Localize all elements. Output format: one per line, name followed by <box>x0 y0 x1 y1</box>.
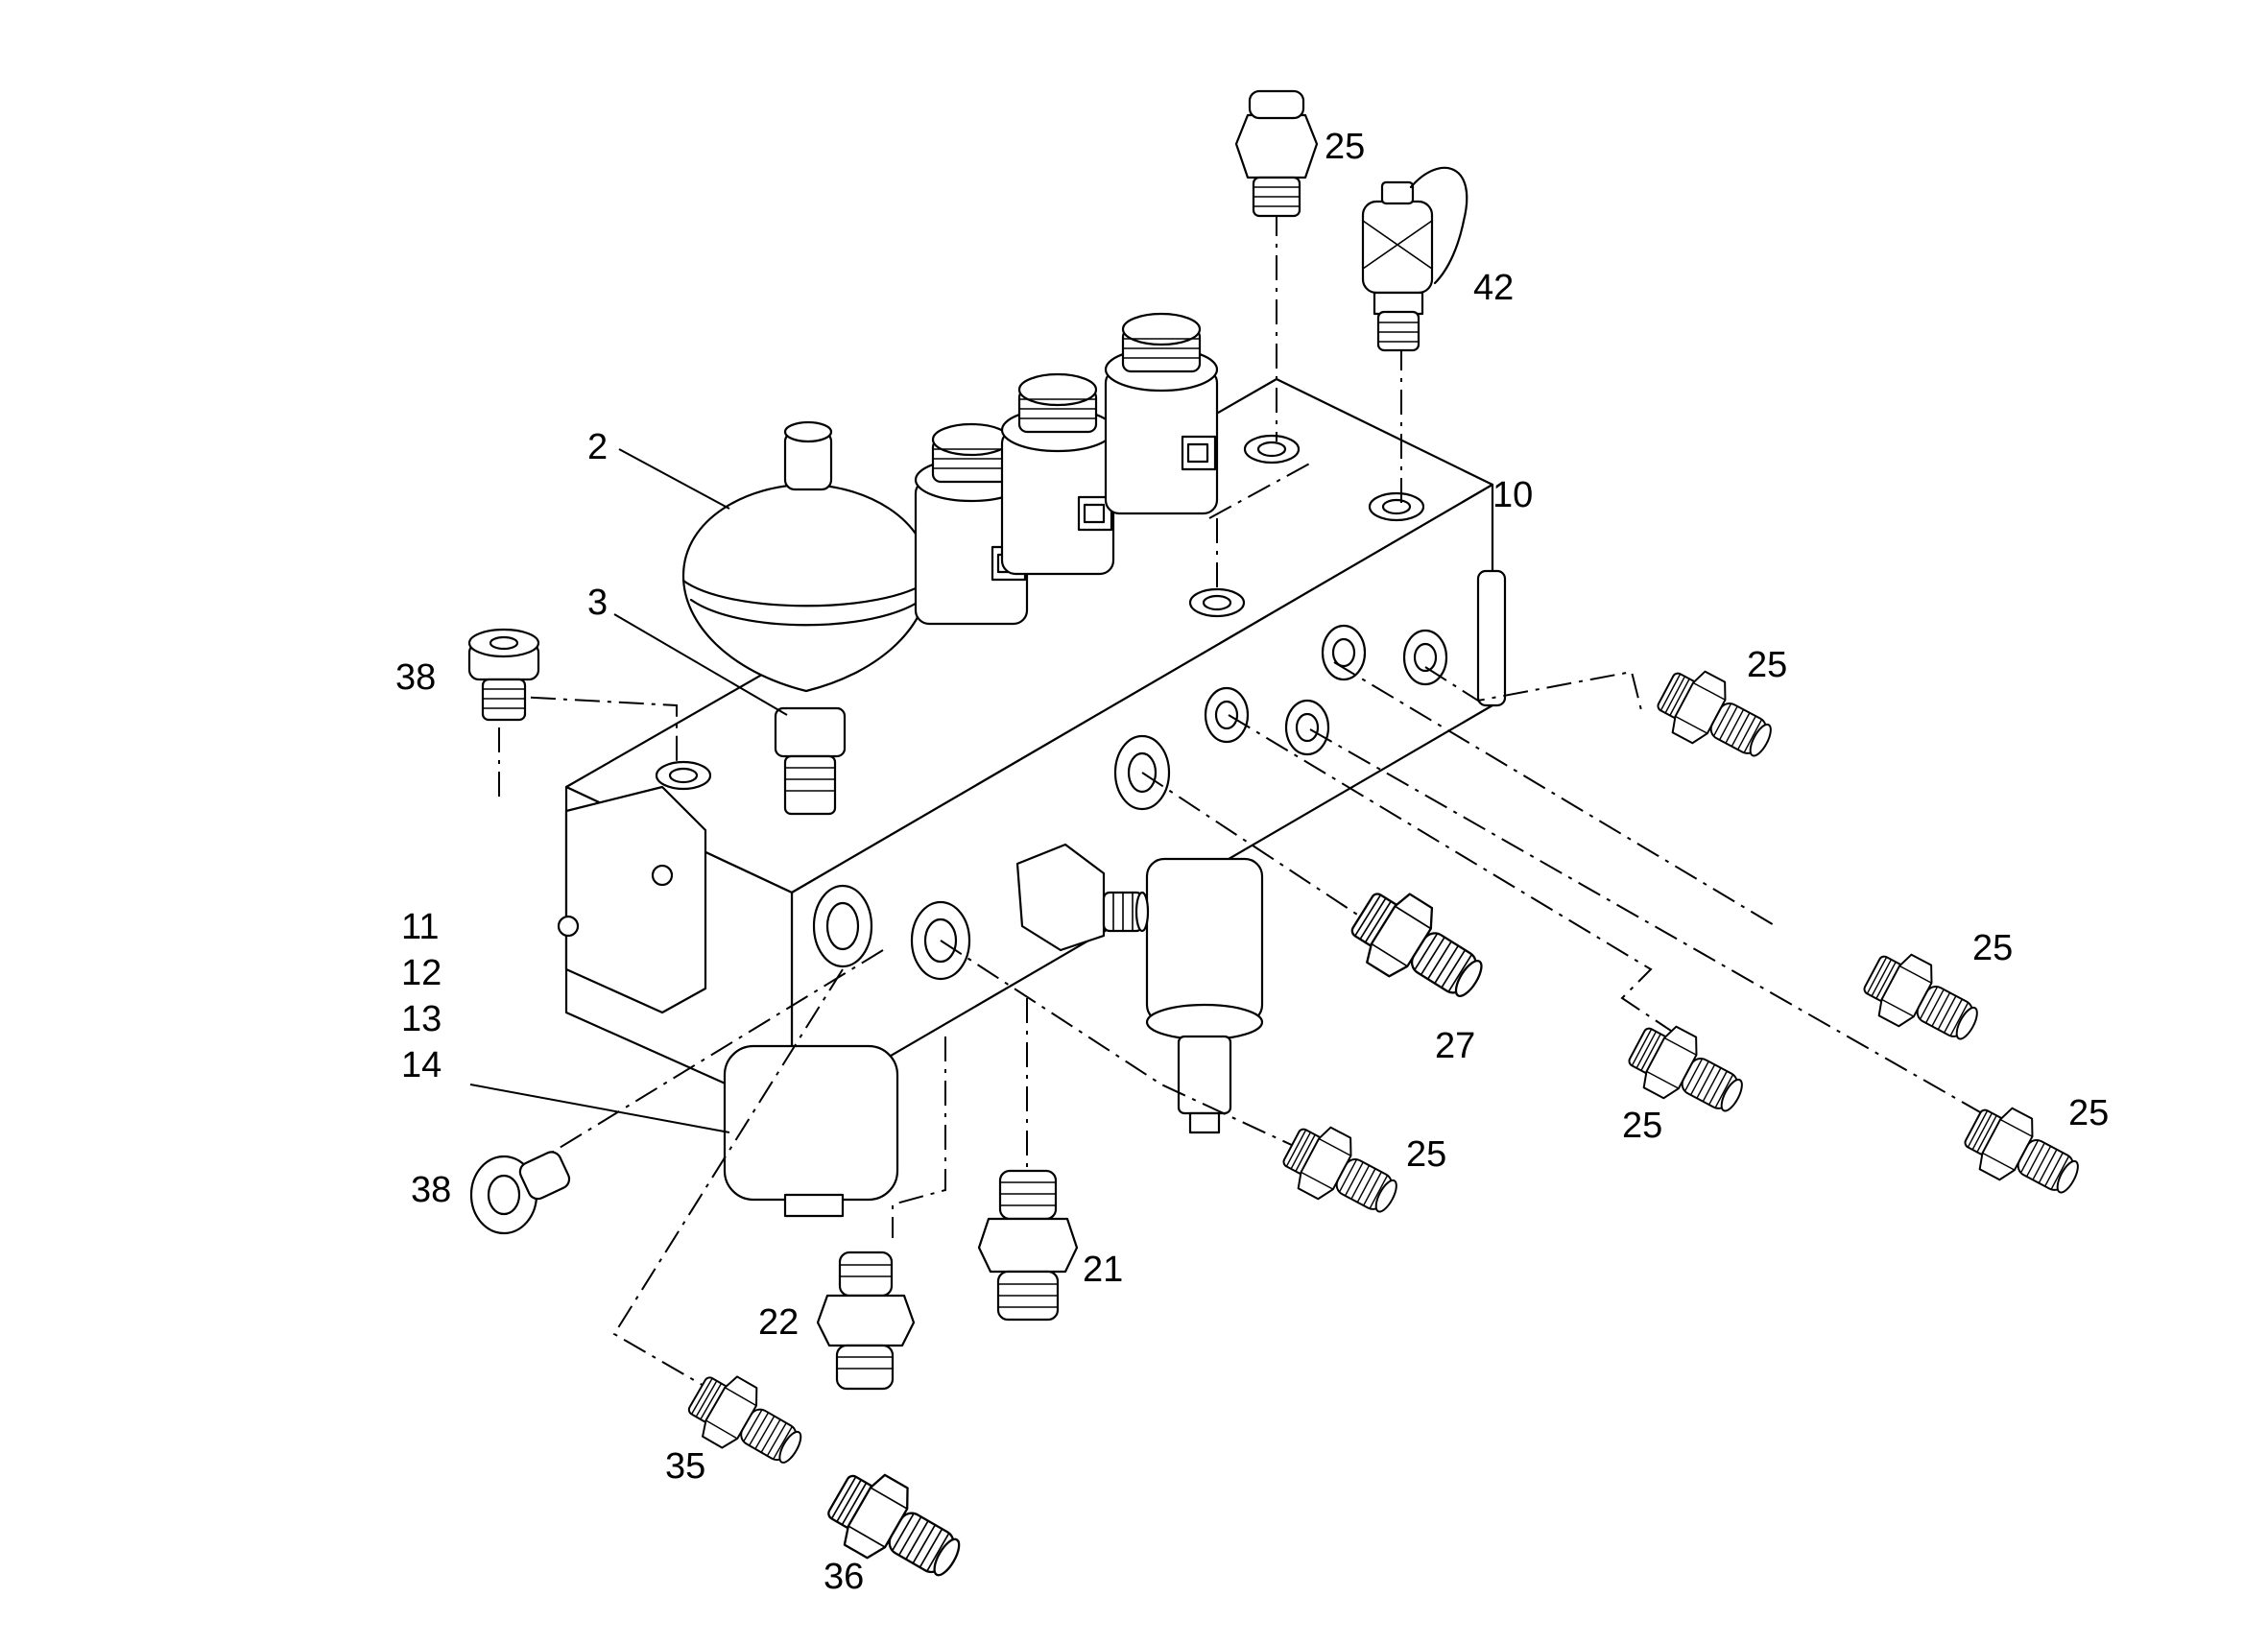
callout-38-top: 38 <box>395 657 436 698</box>
side-cover <box>557 785 707 1014</box>
callout-25-right-upper: 25 <box>1747 645 1787 685</box>
callout-10: 10 <box>1492 475 1533 515</box>
callout-42: 42 <box>1473 268 1514 308</box>
callout-25-top: 25 <box>1325 127 1365 167</box>
callout-35: 35 <box>665 1446 705 1487</box>
callout-3: 3 <box>587 583 608 623</box>
callout-2: 2 <box>587 427 608 467</box>
accumulator <box>681 420 931 816</box>
leader-lines <box>469 448 788 1133</box>
callout-38-bottom: 38 <box>411 1170 451 1210</box>
callout-25-bottom-mid: 25 <box>1406 1134 1446 1175</box>
callout-11: 11 <box>401 907 439 947</box>
part-25-top <box>1234 89 1319 218</box>
part-38-top <box>467 628 540 722</box>
callout-25-center-low: 25 <box>1622 1106 1662 1146</box>
part-42-test-coupling <box>1361 166 1468 352</box>
part-25-right-mid <box>1854 941 1991 1059</box>
callout-14: 14 <box>401 1045 442 1085</box>
center-lines <box>498 211 2017 1388</box>
bottom-valve <box>1145 857 1264 1134</box>
callout-25-right-mid: 25 <box>1972 928 2013 968</box>
part-25-bottom-mid <box>1274 1114 1410 1231</box>
part-27 <box>1340 876 1498 1018</box>
callout-13: 13 <box>401 999 442 1039</box>
callout-25-bottom-right: 25 <box>2068 1093 2109 1133</box>
part-21 <box>977 1169 1079 1322</box>
callout-36: 36 <box>824 1557 864 1597</box>
part-38-bottom <box>469 1151 571 1235</box>
callout-27: 27 <box>1435 1026 1475 1066</box>
lower-cartridge <box>723 1044 899 1218</box>
callout-21: 21 <box>1083 1250 1123 1290</box>
callout-labels: 2 3 10 11 12 13 14 21 22 25 25 25 25 25 … <box>395 127 2109 1597</box>
callout-22: 22 <box>758 1302 799 1343</box>
callout-12: 12 <box>401 953 442 993</box>
part-22 <box>816 1251 916 1391</box>
top-ports <box>655 434 1425 791</box>
front-ports <box>740 624 1448 1083</box>
pressure-sensor <box>1015 843 1150 952</box>
